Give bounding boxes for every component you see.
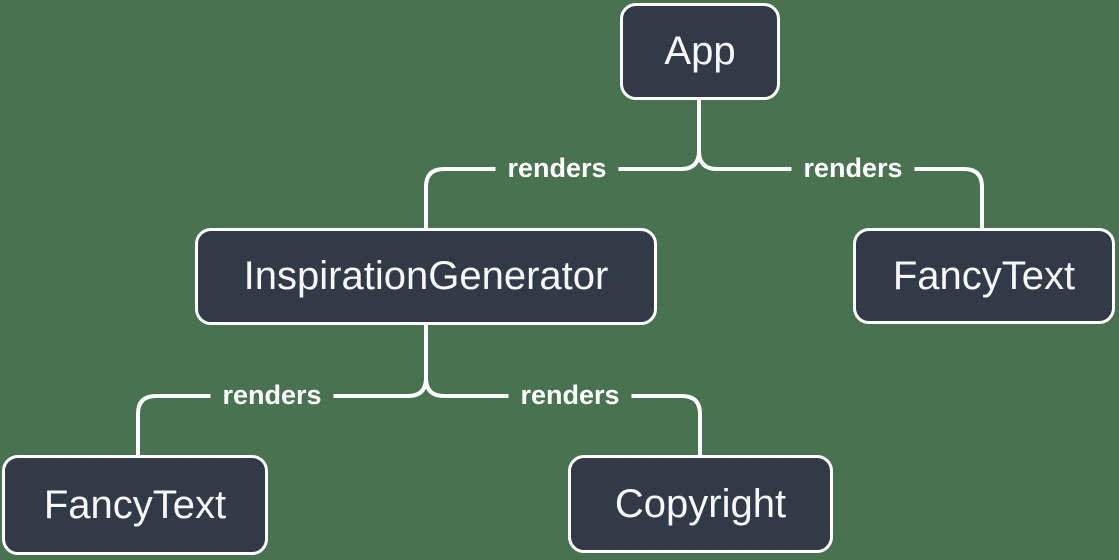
node-fancy-text-bottom-left: FancyText xyxy=(2,455,268,555)
edge-label-renders-app-fancytext: renders xyxy=(791,152,915,186)
edge-label-renders-app-inspirationgenerator: renders xyxy=(495,152,619,186)
node-inspiration-generator: InspirationGenerator xyxy=(195,228,657,325)
node-app: App xyxy=(620,3,780,100)
edge-label-renders-inspirationgenerator-copyright: renders xyxy=(508,379,632,413)
node-fancy-text-top-right: FancyText xyxy=(853,228,1115,324)
edge-label-renders-inspirationgenerator-fancytext: renders xyxy=(210,379,334,413)
node-copyright: Copyright xyxy=(568,455,833,553)
